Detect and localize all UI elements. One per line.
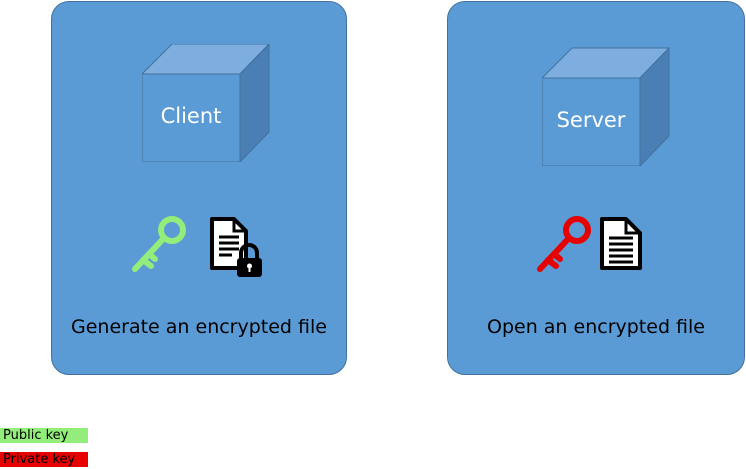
- legend-public-key: Public key: [0, 428, 88, 443]
- locked-document-icon: [208, 216, 266, 284]
- server-caption: Open an encrypted file: [487, 316, 705, 338]
- server-label: Server: [556, 108, 626, 132]
- key-icon: [130, 214, 188, 278]
- legend-private-key: Private key: [0, 452, 88, 467]
- client-label: Client: [160, 104, 222, 128]
- server-cube: Server: [542, 44, 670, 166]
- client-cube: Client: [142, 44, 270, 162]
- key-icon: [535, 214, 593, 278]
- client-panel: Client Generate an encrypted file: [51, 1, 347, 375]
- server-panel: Server Open an encrypted file: [447, 1, 745, 375]
- client-caption: Generate an encrypted file: [71, 316, 327, 338]
- document-icon: [598, 216, 646, 276]
